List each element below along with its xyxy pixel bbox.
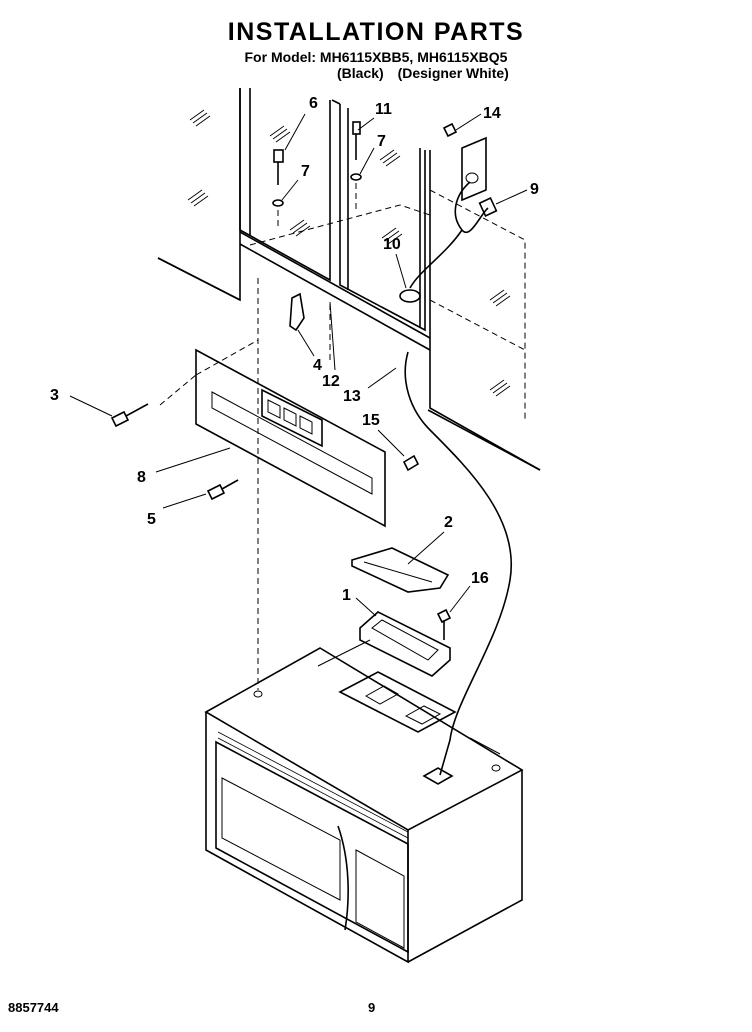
microwave-oven <box>204 639 524 964</box>
callout-label: 8 <box>137 469 146 486</box>
plate-bracket <box>289 292 305 332</box>
callout-label: 14 <box>483 105 501 122</box>
callout-11: 11 <box>357 101 392 131</box>
callout-3: 3 <box>50 387 113 417</box>
wall-cabinets <box>157 88 541 471</box>
callout-label: 1 <box>342 587 351 604</box>
callout-label: 12 <box>322 373 340 390</box>
callout-10: 10 <box>383 236 407 289</box>
callout-12: 12 <box>322 301 340 390</box>
wall-outlet <box>461 136 487 202</box>
document-number: 8857744 <box>8 1000 59 1015</box>
callout-label: 15 <box>362 412 380 429</box>
oven-vent-slots <box>217 731 409 839</box>
top-screws <box>272 121 458 207</box>
callout-label: 7 <box>301 163 310 180</box>
callout-label: 10 <box>383 236 401 253</box>
callout-2: 2 <box>407 514 453 565</box>
callout-label: 3 <box>50 387 59 404</box>
callout-label: 5 <box>147 511 156 528</box>
callout-label: 9 <box>530 181 539 198</box>
callout-7a: 7 <box>281 163 310 201</box>
callout-9: 9 <box>495 181 539 205</box>
variant-black: (Black) <box>337 65 384 81</box>
wall-mounting-plate <box>195 348 386 528</box>
page-number: 9 <box>368 1000 376 1015</box>
callout-label: 11 <box>375 101 392 118</box>
charcoal-filter <box>359 611 451 677</box>
callout-label: 13 <box>343 388 361 405</box>
callout-4: 4 <box>297 329 322 374</box>
side-screws <box>110 403 420 501</box>
callout-15: 15 <box>362 412 405 457</box>
cord-grommet <box>399 289 421 303</box>
callout-label: 4 <box>313 357 322 374</box>
callout-1: 1 <box>342 587 377 617</box>
callout-14: 14 <box>455 105 501 131</box>
callout-13: 13 <box>343 367 397 405</box>
callout-label: 6 <box>309 95 318 112</box>
callout-label: 7 <box>377 133 386 150</box>
filter-screw <box>436 608 452 640</box>
callout-5: 5 <box>147 493 207 528</box>
variant-white: (Designer White) <box>397 65 509 81</box>
glass-hatching <box>187 109 511 397</box>
page-title: INSTALLATION PARTS <box>227 18 525 46</box>
color-variants: (Black) (Designer White) <box>337 65 519 81</box>
power-cord <box>404 181 513 776</box>
callout-label: 16 <box>471 570 489 587</box>
callout-16: 16 <box>449 570 489 613</box>
callout-8: 9 10 8 <box>137 447 231 486</box>
callout-7b: 7 <box>359 133 386 175</box>
callout-6: 6 <box>284 95 318 151</box>
callout-label: 2 <box>444 514 453 531</box>
model-line: For Model: MH6115XBB5, MH6115XBQ5 <box>244 49 508 65</box>
vent-grille <box>351 547 450 593</box>
